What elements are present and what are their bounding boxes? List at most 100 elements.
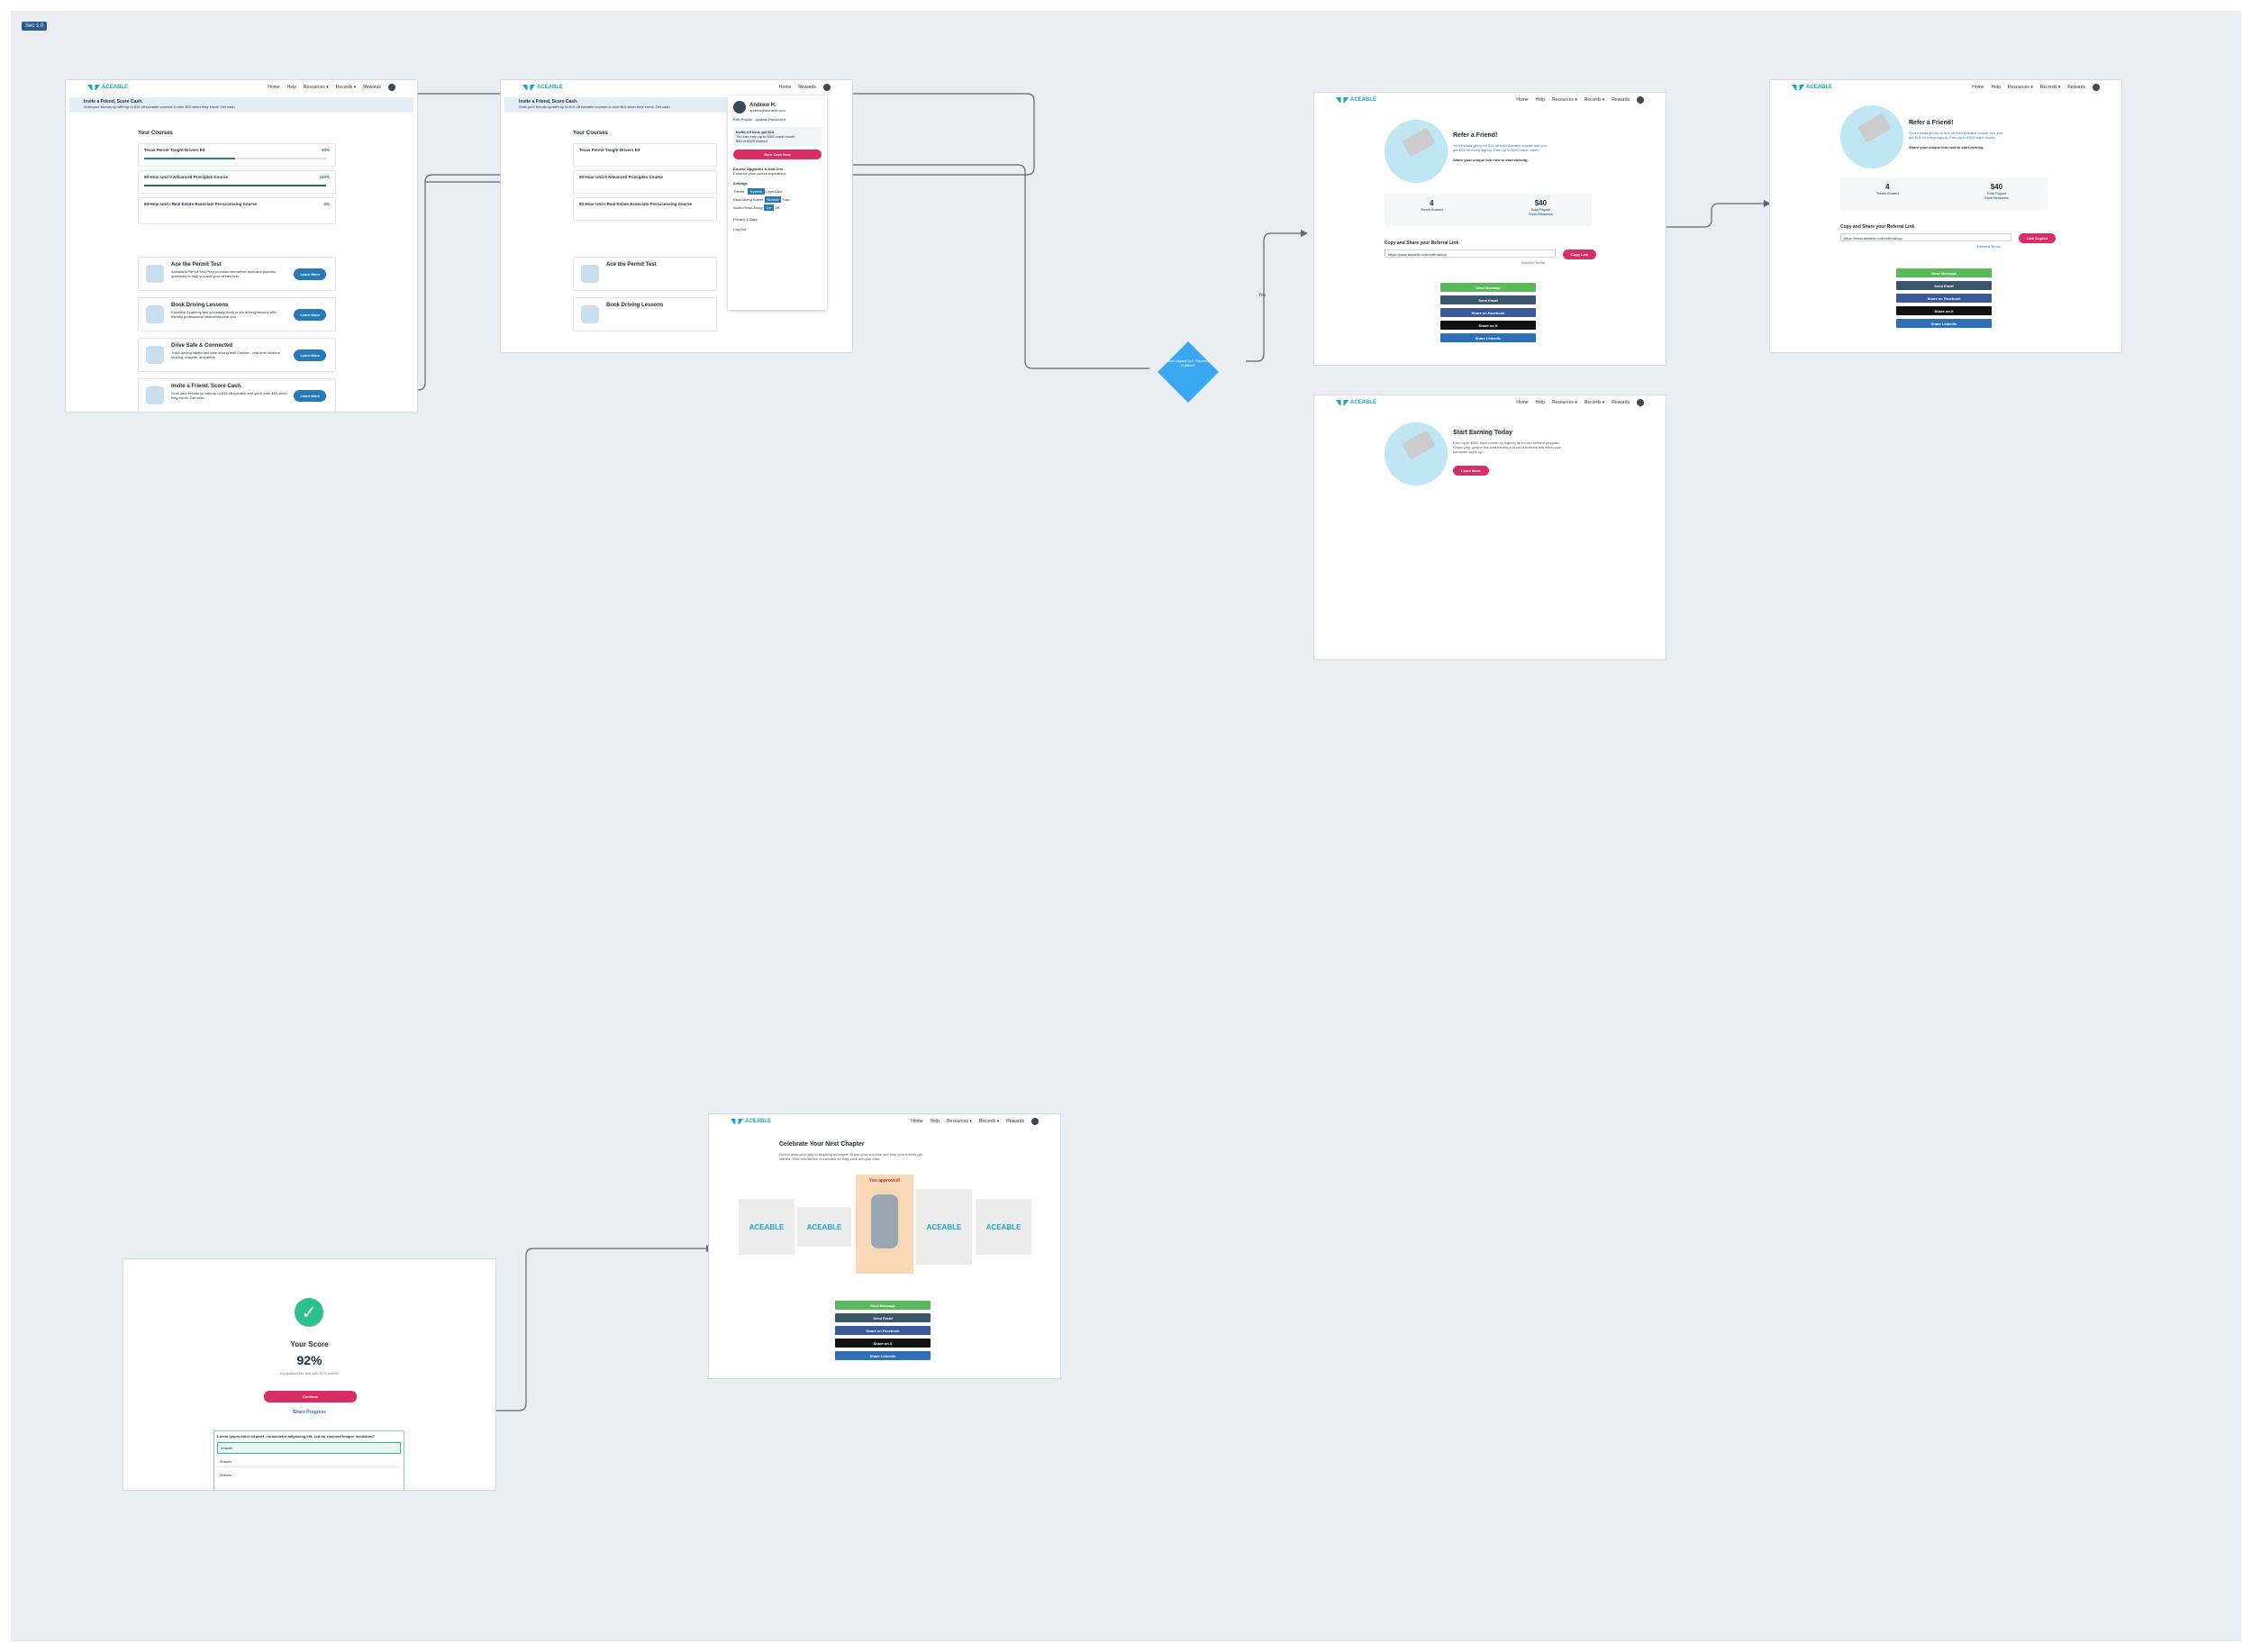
section-tag: Sec 1.0 — [22, 22, 48, 31]
speed-fast[interactable]: Fast — [782, 197, 790, 202]
share-facebook-button[interactable]: Share on Facebook — [1896, 294, 1992, 303]
course-card[interactable]: 60-Hour Unit I Real Estate Associate Pre… — [138, 197, 336, 224]
permit-icon — [581, 265, 599, 283]
continue-button[interactable]: Continue — [264, 1391, 357, 1402]
question-panel: Lorem ipsum dolor sit amet, consectetur … — [213, 1430, 404, 1490]
refer-title: Refer a Friend! — [1453, 132, 1498, 139]
nav-rewards[interactable]: Rewards — [363, 85, 381, 90]
share-linkedin-button[interactable]: Share LinkedIn — [1440, 333, 1536, 342]
course-card[interactable]: 60-Hour Unit II Advanced Principles Cour… — [138, 170, 336, 194]
learn-more-button[interactable]: Learn More — [294, 349, 326, 361]
nav-home[interactable]: Home — [268, 85, 280, 90]
view-rewards-link[interactable]: View Rewards — [1984, 195, 2009, 200]
brand-logo[interactable]: ACEABLE — [1336, 97, 1376, 103]
robot-illustration — [871, 1194, 898, 1248]
course-card[interactable]: 60-Hour Unit II Advanced Principles Cour… — [573, 170, 717, 194]
permit-icon — [146, 265, 164, 283]
invite-banner[interactable]: Invite a Friend, Score Cash.Grab your fr… — [504, 97, 726, 113]
carousel-card[interactable]: ACEABLE — [739, 1199, 795, 1255]
learn-more-button[interactable]: Learn More — [1453, 466, 1489, 476]
view-rewards-link[interactable]: View Rewards — [1529, 212, 1553, 216]
nav-home[interactable]: Home — [778, 85, 792, 90]
avatar[interactable] — [1637, 96, 1644, 104]
share-progress-link[interactable]: Share Progress — [293, 1410, 326, 1415]
send-email-button[interactable]: Send Email — [835, 1313, 931, 1322]
courses-heading: Your Courses — [573, 131, 608, 136]
send-email-button[interactable]: Send Email — [1440, 295, 1536, 304]
lessons-icon — [581, 305, 599, 323]
learn-more-button[interactable]: Learn More — [294, 309, 326, 321]
link-copied-button[interactable]: Link Copied — [2019, 233, 2056, 243]
share-x-button[interactable]: Share on X — [835, 1339, 931, 1348]
avatar[interactable] — [2093, 84, 2100, 91]
nav-rewards[interactable]: Rewards — [798, 85, 816, 90]
answer-option[interactable]: Answer — [217, 1457, 401, 1467]
audio-on[interactable]: On — [763, 204, 774, 211]
avatar[interactable] — [388, 84, 395, 91]
map-icon — [146, 346, 164, 364]
brand-logo[interactable]: ACEABLE — [731, 1119, 771, 1124]
earn-cash-button[interactable]: Earn Cash Now — [733, 150, 822, 159]
carousel-card[interactable]: ACEABLE — [916, 1189, 972, 1265]
nav-bar: ACEABLE Home Rewards — [501, 80, 852, 95]
share-x-button[interactable]: Share on X — [1896, 306, 1992, 315]
avatar[interactable] — [1637, 399, 1644, 406]
theme-dark[interactable]: Dark — [775, 189, 783, 194]
upgrades-link[interactable]: Course Upgrades & Add-Ons — [733, 167, 784, 171]
referral-link-input[interactable]: https://www.aceable.com/referral/xyz — [1385, 250, 1556, 258]
send-message-button[interactable]: Send Message — [1440, 283, 1536, 292]
course-card[interactable]: 60-Hour Unit I Real Estate Associate Pre… — [573, 197, 717, 221]
theme-system[interactable]: System — [747, 188, 766, 195]
course-card[interactable]: Texas Permit Taught Drivers Ed — [573, 143, 717, 167]
audio-off[interactable]: Off — [775, 205, 780, 210]
send-email-button[interactable]: Send Email — [1896, 281, 1992, 290]
theme-light[interactable]: Light — [766, 189, 774, 194]
learn-more-button[interactable]: Learn More — [294, 268, 326, 280]
brand-logo[interactable]: ACEABLE — [522, 85, 563, 90]
nav-resources[interactable]: Resources ▾ — [303, 85, 329, 90]
nav-help[interactable]: Help — [286, 85, 296, 90]
update-password-link[interactable]: Update Password — [755, 117, 786, 122]
avatar[interactable] — [823, 84, 831, 91]
courses-heading: Your Courses — [138, 131, 173, 136]
privacy-link[interactable]: Privacy & Data — [733, 217, 758, 222]
invite-banner[interactable]: Invite a Friend, Score Cash. Grab your f… — [69, 97, 413, 113]
send-message-button[interactable]: Send Message — [1896, 268, 1992, 277]
dashboard-frame: ACEABLE Home Help Resources ▾ Records ▾ … — [65, 79, 418, 413]
nav-records[interactable]: Records ▾ — [335, 85, 357, 90]
banner-title: Invite a Friend, Score Cash. — [84, 99, 143, 104]
copy-link-button[interactable]: Copy Link — [1563, 250, 1597, 259]
avatar[interactable] — [1031, 1118, 1039, 1125]
promo-card: Invite a Friend. Score Cash.Grab your fr… — [138, 378, 336, 412]
edit-profile-link[interactable]: Edit Profile — [733, 117, 753, 122]
answer-option[interactable]: Answer — [220, 1473, 232, 1477]
share-facebook-button[interactable]: Share on Facebook — [835, 1326, 931, 1335]
carousel-card[interactable]: ACEABLE — [797, 1207, 851, 1247]
share-facebook-button[interactable]: Share on Facebook — [1440, 308, 1536, 317]
brand-logo[interactable]: ACEABLE — [1336, 400, 1376, 405]
speed-normal[interactable]: Normal — [764, 196, 782, 203]
carousel-card-active[interactable]: You approved! — [856, 1175, 913, 1274]
referral-link-input[interactable]: https://www.aceable.com/referral/xyz — [1840, 233, 2011, 241]
brand-logo[interactable]: ACEABLE — [1792, 85, 1832, 90]
decision-text: User Signed Up? Payment Fulfilled? — [1167, 359, 1210, 368]
megaphone-illustration — [1385, 120, 1448, 183]
carousel-card[interactable]: ACEABLE — [976, 1199, 1031, 1255]
banner-text: Grab your friends up with up to $15 off … — [84, 104, 235, 109]
send-message-button[interactable]: Send Message — [835, 1301, 931, 1310]
answer-option-correct[interactable]: Answer — [217, 1442, 401, 1454]
megaphone-illustration — [1840, 105, 1903, 168]
share-linkedin-button[interactable]: Share LinkedIn — [1896, 319, 1992, 328]
share-linkedin-button[interactable]: Share LinkedIn — [835, 1351, 931, 1360]
share-x-button[interactable]: Share on X — [1440, 321, 1536, 330]
learn-more-button[interactable]: Learn More — [294, 390, 326, 402]
logout-link[interactable]: Log Out — [733, 227, 747, 231]
brand-logo[interactable]: ACEABLE — [87, 85, 128, 90]
